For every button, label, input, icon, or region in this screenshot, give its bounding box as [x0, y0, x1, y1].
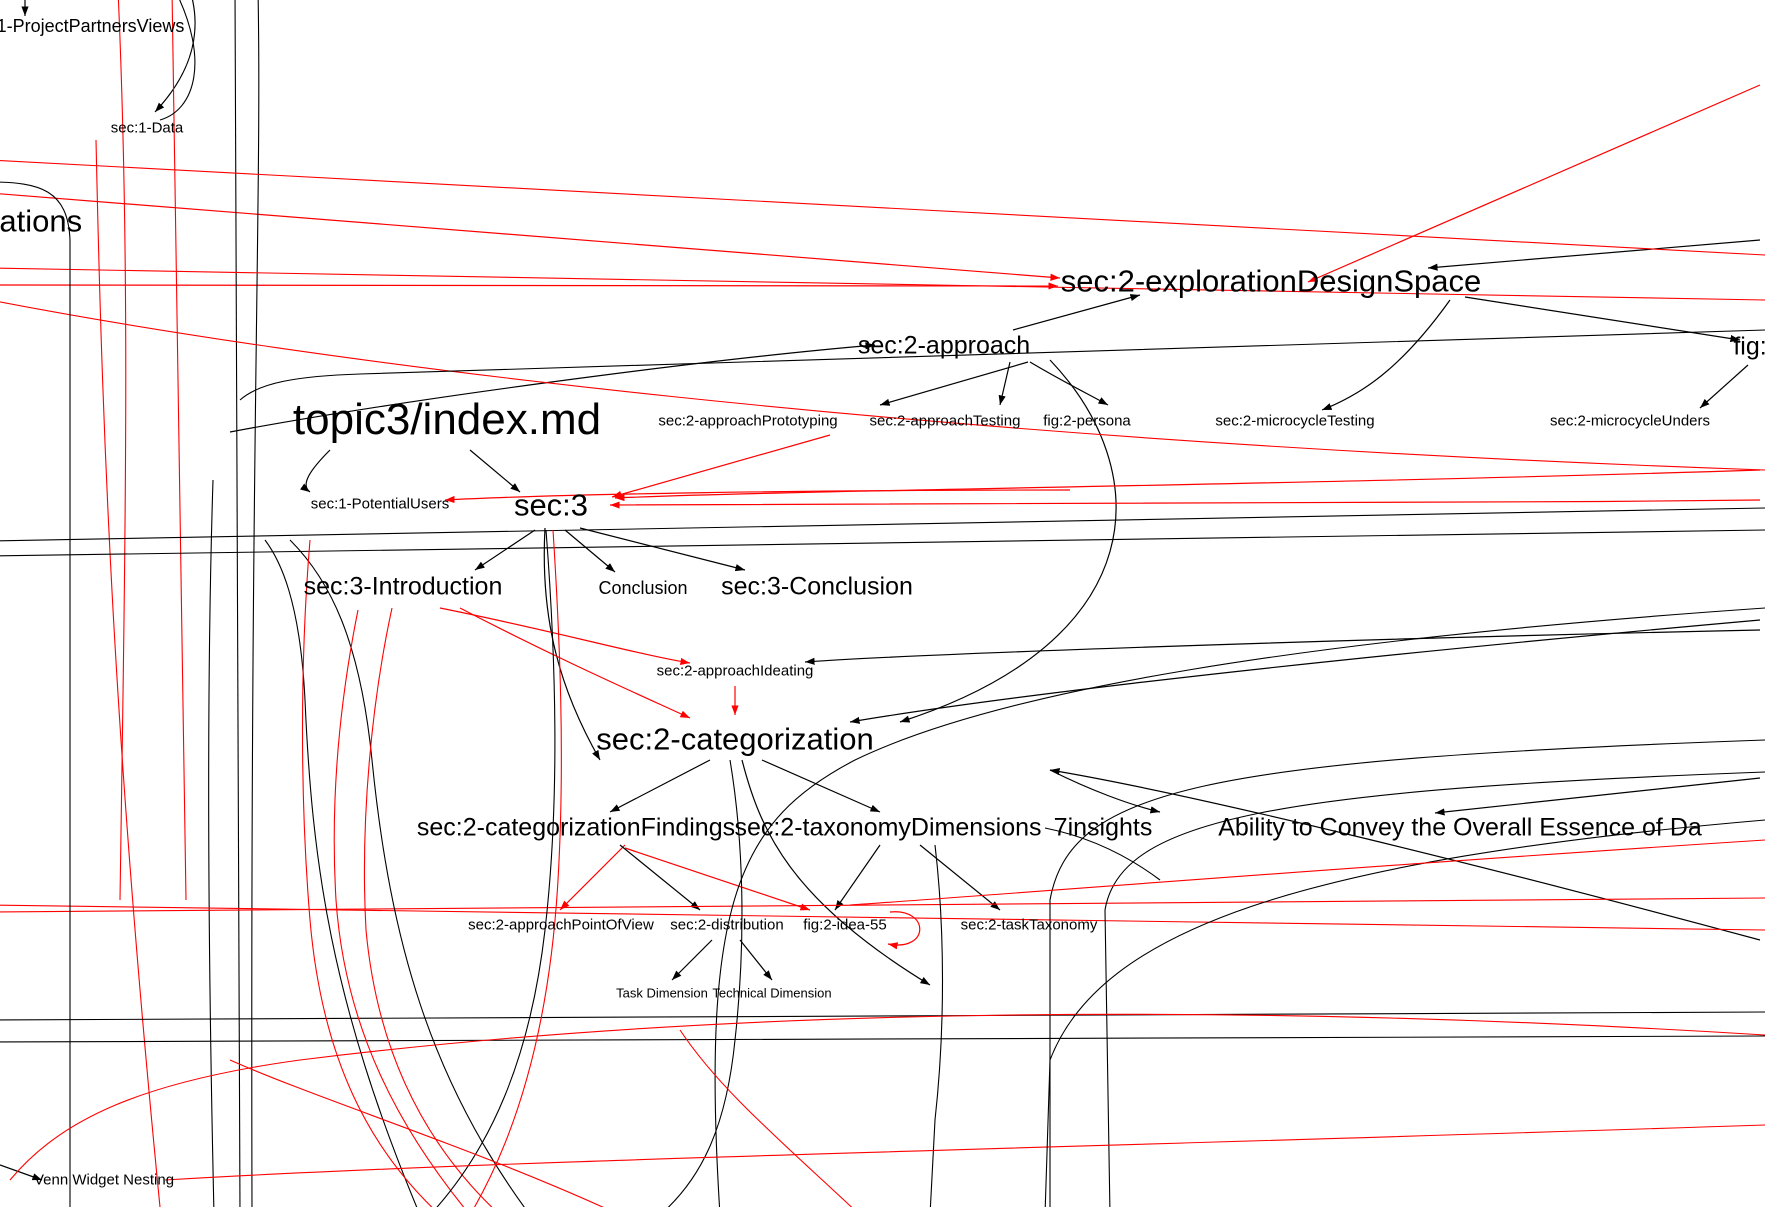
- graph-node-sec-1-Data[interactable]: sec:1-Data: [110, 119, 184, 137]
- graph-edge: [879, 361, 1029, 406]
- graph-edge: [229, 342, 876, 433]
- graph-node-sec-2-approach[interactable]: sec:2-approach: [857, 331, 1031, 360]
- graph-edge: [439, 607, 691, 666]
- graph-edge: [804, 629, 1761, 665]
- graph-edge: [998, 361, 1011, 406]
- graph-edge: [300, 449, 331, 493]
- graph-node-sec-2-explorationDesignSpace[interactable]: sec:2-explorationDesignSpace: [1060, 263, 1482, 299]
- graph-edge: [1427, 239, 1761, 271]
- graph-node-fig-right-edge[interactable]: fig:: [1733, 332, 1765, 361]
- graph-node-sec-2-microcycleTesting[interactable]: sec:2-microcycleTesting: [1215, 412, 1375, 430]
- graph-node-Task-Dimension[interactable]: Task Dimension: [616, 985, 708, 1001]
- graph-node-sec-3[interactable]: sec:3: [513, 487, 589, 523]
- graph-edge: [559, 844, 626, 911]
- graph-edge: [1307, 84, 1761, 283]
- graph-node-Conclusion[interactable]: Conclusion: [598, 578, 688, 598]
- graph-node-sec-2-approachPrototyping[interactable]: sec:2-approachPrototyping: [658, 412, 838, 430]
- graph-node-sec-2-approachPointOfView[interactable]: sec:2-approachPointOfView: [468, 916, 654, 934]
- graph-node-sec-3-Introduction[interactable]: sec:3-Introduction: [303, 572, 503, 601]
- graph-node-sec-2-categorization[interactable]: sec:2-categorization: [596, 721, 874, 757]
- graph-edge: [1012, 294, 1141, 331]
- edges-group: [0, 0, 1761, 1181]
- graph-edge: [459, 607, 691, 719]
- graph-edge: [0, 1164, 43, 1181]
- graph-edge: [1029, 361, 1109, 406]
- graph-edge: [1699, 364, 1749, 409]
- graph-node-sec-2-microcycleUnderstanding[interactable]: sec:2-microcycleUnders: [1549, 412, 1711, 430]
- graph-edge: [154, 0, 196, 113]
- graph-node-topic3-index-md[interactable]: topic3/index.md: [292, 395, 602, 444]
- graph-edge: [899, 359, 1117, 723]
- graph-edge: [624, 847, 811, 911]
- graph-node-sec-2-taxonomyDimensions[interactable]: sec:2-taxonomyDimensions: [734, 813, 1042, 842]
- graph-edge: [919, 844, 1001, 911]
- graph-edge: [1049, 769, 1161, 814]
- graph-node-Technical-Dimension[interactable]: Technical Dimension: [712, 985, 832, 1001]
- graph-edge: [1049, 768, 1761, 941]
- graph-edge: [474, 529, 536, 571]
- graph-node-7insights[interactable]: 7insights: [1053, 813, 1153, 842]
- graph-edge: [444, 489, 1071, 504]
- graph-edge: [834, 844, 881, 911]
- graph-edge: [1321, 299, 1451, 411]
- graph-node-sec-2-categorizationFindings[interactable]: sec:2-categorizationFindings: [416, 813, 736, 842]
- graph-edge: [1434, 777, 1761, 816]
- graph-edge: [579, 527, 746, 572]
- graph-node-ability-to-convey[interactable]: Ability to Convey the Overall Essence of…: [1218, 813, 1702, 842]
- graph-node-sec-2-approachIdeating[interactable]: sec:2-approachIdeating: [656, 662, 814, 680]
- graph-edge: [611, 434, 831, 498]
- graph-edge: [543, 527, 601, 761]
- graph-node-fig-2-persona[interactable]: fig:2-persona: [1043, 412, 1131, 430]
- graph-edge: [619, 844, 701, 911]
- graph-node-Venn-Widget-Nesting[interactable]: Venn Widget Nesting: [33, 1171, 175, 1189]
- graph-node-sec-2-approachTesting[interactable]: sec:2-approachTesting: [869, 412, 1021, 430]
- graph-edge: [1464, 296, 1741, 343]
- graph-node-sec-2-taskTaxonomy[interactable]: sec:2-taskTaxonomy: [960, 916, 1098, 934]
- graph-edge: [849, 619, 1761, 724]
- graph-edge: [0, 193, 1061, 281]
- graph-node-sec-1-ProjectPartnersViews[interactable]: sec:1-ProjectPartnersViews: [0, 16, 185, 36]
- graph-edge: [741, 759, 931, 986]
- graph-node-sec-2-distribution[interactable]: sec:2-distribution: [670, 916, 784, 934]
- graph-edge: [761, 759, 881, 813]
- graph-edge: [887, 911, 921, 950]
- graph-edge: [739, 939, 773, 981]
- graph-edge: [609, 759, 711, 813]
- graph-node-sec-3-Conclusion[interactable]: sec:3-Conclusion: [721, 572, 913, 601]
- graph-edge: [564, 529, 616, 573]
- graph-edge: [614, 469, 1761, 502]
- graph-edge: [469, 449, 521, 493]
- graph-edge: [0, 282, 1059, 290]
- graph-node-fig-2-idea-55[interactable]: fig:2-idea-55: [803, 916, 887, 934]
- graph-edge: [671, 939, 713, 981]
- graph-node-sec-1-PotentialUsers[interactable]: sec:1-PotentialUsers: [310, 495, 450, 513]
